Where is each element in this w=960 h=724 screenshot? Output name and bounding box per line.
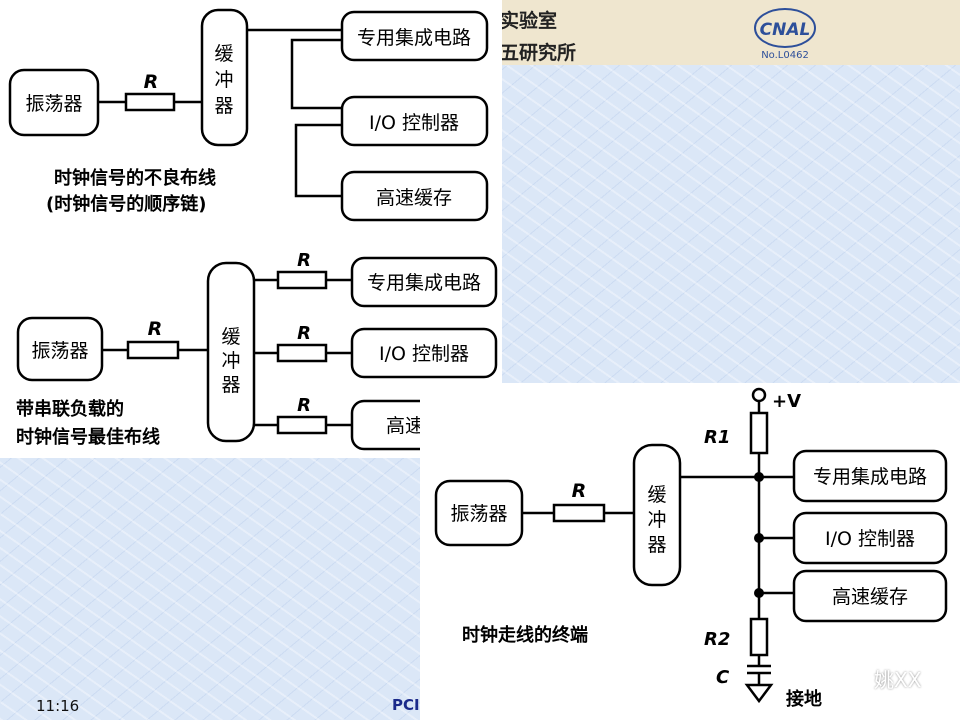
footer-title-fragment: PCI — [392, 696, 420, 714]
d2-resistor — [126, 340, 180, 360]
d3-r1-label: R1 — [704, 427, 730, 448]
header-title-line1: 实验室 — [500, 10, 558, 32]
d3-load-io-label: I/O 控制器 — [825, 528, 915, 550]
d3-buffer-char2: 冲 — [647, 509, 666, 531]
d2-buffer-char1: 缓 — [221, 326, 240, 348]
d3-junction2 — [754, 533, 764, 543]
d2-load-resistor2-label: R — [297, 323, 311, 344]
d3-load-asic-label: 专用集成电路 — [813, 466, 927, 488]
d3-r2 — [749, 617, 769, 657]
d1-buffer-char2: 冲 — [214, 69, 233, 91]
header-title-line2: 五研究所 — [500, 42, 577, 64]
d1-resistor — [124, 92, 176, 112]
d2-caption-line2: 时钟信号最佳布线 — [16, 426, 160, 448]
d2-load-asic — [350, 256, 498, 308]
d1-load-cache-label: 高速缓存 — [376, 187, 452, 209]
d3-load-cache-label: 高速缓存 — [832, 586, 908, 608]
d2-buffer-char3: 器 — [221, 374, 240, 396]
d2-load-io-label: I/O 控制器 — [379, 343, 469, 365]
d2-load-resistor1-label: R — [297, 253, 311, 271]
d1-load-asic-label: 专用集成电路 — [357, 27, 471, 49]
d3-load-cache — [792, 569, 948, 623]
footer-time: 11:16 — [36, 697, 80, 715]
d1-buffer-char1: 缓 — [214, 43, 233, 65]
diagram1-panel: 振荡器 R 缓 冲 器 专用集成电路 I/O 控制器 高速缓存 时钟信号的不良布… — [0, 0, 502, 253]
d3-junction1 — [754, 472, 764, 482]
d3-cap-label: C — [716, 667, 730, 688]
d3-r2-label: R2 — [704, 629, 730, 650]
diagram3-svg: 振荡器 R 缓 冲 器 +V R1 R2 C 接地 专用集成电路 I/O 控制器… — [434, 387, 948, 710]
d1-load-io — [340, 95, 489, 147]
d3-ground-label: 接地 — [786, 688, 822, 710]
d3-resistor-label: R — [572, 480, 587, 502]
d3-ground-symbol — [744, 683, 774, 704]
d3-buffer-box — [632, 443, 682, 587]
d3-caption: 时钟走线的终端 — [462, 624, 588, 646]
d3-buffer-char1: 缓 — [647, 484, 666, 506]
d2-load-io — [350, 327, 498, 379]
watermark-author: 姚XX — [874, 668, 922, 692]
d2-load-resistor1 — [276, 270, 328, 290]
d2-resistor-label: R — [148, 318, 163, 340]
d1-resistor-label: R — [144, 71, 159, 93]
diagram3-panel: 振荡器 R 缓 冲 器 +V R1 R2 C 接地 专用集成电路 I/O 控制器… — [420, 383, 960, 720]
d2-load-asic-label: 专用集成电路 — [367, 272, 481, 294]
d2-oscillator-label: 振荡器 — [31, 340, 88, 362]
d3-buffer-char3: 器 — [647, 534, 666, 556]
d1-caption-line2: (时钟信号的顺序链) — [46, 193, 206, 215]
d2-load-resistor3-label: R — [297, 395, 311, 416]
d2-load-resistor3 — [276, 415, 328, 435]
d3-r1 — [749, 411, 769, 455]
d3-vplus-label: +V — [772, 391, 801, 412]
d3-oscillator-label: 振荡器 — [450, 503, 507, 525]
d3-load-asic — [792, 449, 948, 503]
d1-load-cache — [340, 170, 489, 222]
diagram1-svg: 振荡器 R 缓 冲 器 专用集成电路 I/O 控制器 高速缓存 时钟信号的不良布… — [8, 8, 489, 222]
logo-text: CNAL — [760, 20, 811, 40]
diagram2-panel: 振荡器 R 缓 冲 器 R R R 专用集成电路 I/O 控制器 高速缓存 带串… — [0, 250, 502, 458]
d2-caption-line1: 带串联负载的 — [16, 398, 124, 420]
d3-load-io — [792, 511, 948, 565]
d3-resistor — [552, 503, 606, 523]
d2-load-resistor2 — [276, 343, 328, 363]
d3-junction3 — [754, 588, 764, 598]
wechat-icon — [842, 664, 870, 688]
d1-load-io-label: I/O 控制器 — [369, 112, 459, 134]
d2-buffer-char2: 冲 — [221, 350, 240, 372]
d1-oscillator-label: 振荡器 — [25, 93, 82, 115]
d1-buffer-char3: 器 — [214, 95, 233, 117]
cnal-logo: CNAL No.L0462 — [754, 8, 816, 61]
logo-number: No.L0462 — [761, 50, 809, 61]
d1-buffer-box — [200, 8, 249, 147]
d1-load-asic — [340, 10, 489, 62]
d3-vplus-terminal — [751, 387, 767, 403]
d1-caption-line1: 时钟信号的不良布线 — [54, 167, 216, 189]
